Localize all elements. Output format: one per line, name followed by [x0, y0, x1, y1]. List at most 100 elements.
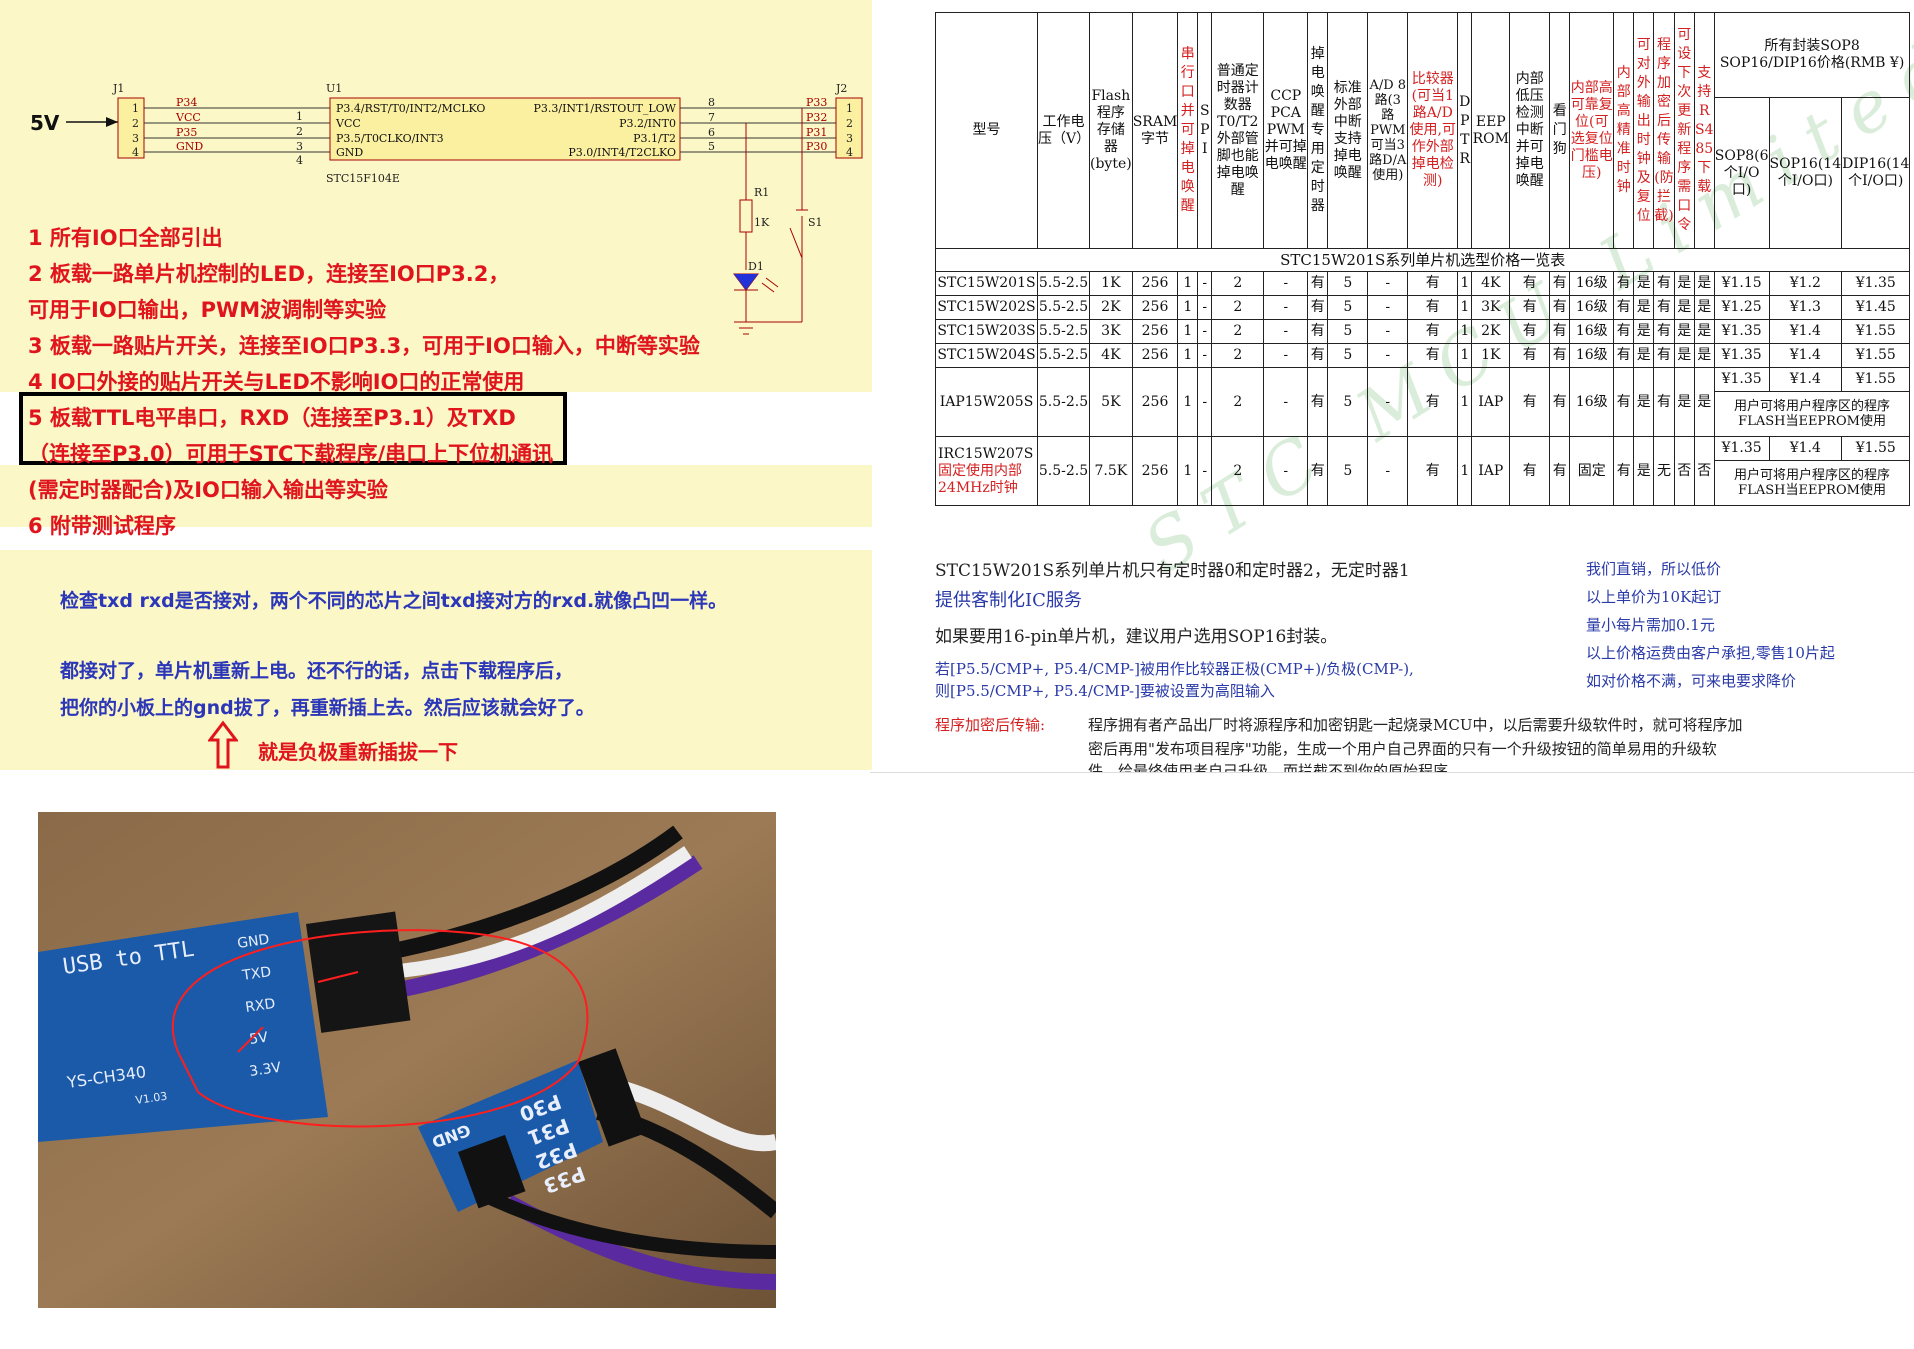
- cell-co: 是: [1633, 319, 1655, 344]
- cell-p3: ¥1.55: [1841, 436, 1911, 461]
- cell-uart: 1: [1177, 271, 1199, 296]
- cell-p3: ¥1.55: [1841, 319, 1911, 344]
- cmp-note-2: 则[P5.5/CMP+, P5.4/CMP-]要被设置为高阻输入: [935, 682, 1275, 700]
- cell-clk: 有: [1613, 343, 1635, 368]
- cell-p1: ¥1.35: [1713, 319, 1770, 344]
- cell-dptr: 1: [1457, 367, 1473, 437]
- j1-label: J1: [112, 82, 124, 95]
- r1-label: R1: [754, 186, 769, 199]
- cell-enc: 有: [1653, 295, 1675, 320]
- arrow-note: 就是负极重新插拔一下: [258, 740, 458, 764]
- th-model: 型号: [935, 12, 1038, 249]
- cell-co: 是: [1633, 343, 1655, 368]
- u1-pin-8: 8: [708, 96, 715, 109]
- feature-2: 2 板载一路单片机控制的LED，连接至IO口P3.2，: [28, 262, 510, 286]
- cell-model-note: 固定使用内部24MHz时钟: [938, 462, 1022, 496]
- cell-iap-note: 用户可将用户程序区的程序FLASH当EEPROM使用: [1713, 391, 1911, 437]
- feature-5c: (需定时器配合)及IO口输入输出等实验: [28, 478, 388, 502]
- th-wdt: 看门狗: [1549, 12, 1571, 249]
- th-reset: 内部高可靠复位(可选复位门槛电压): [1569, 12, 1615, 249]
- cell-adc: -: [1367, 271, 1409, 296]
- cell-flash: 7.5K: [1089, 436, 1133, 506]
- cell-co: 是: [1633, 271, 1655, 296]
- cell-lvd: 有: [1509, 436, 1551, 506]
- cell-enc: 有: [1653, 271, 1675, 296]
- th-clock-out: 可对外输出时钟及复位: [1633, 12, 1655, 249]
- j1-pin-2: 2: [132, 117, 139, 130]
- u1-pin-3: 3: [296, 140, 303, 153]
- cell-lvd: 有: [1509, 319, 1551, 344]
- cell-model: STC15W202S: [935, 295, 1038, 320]
- pin-label-5v: 5V: [248, 1029, 269, 1047]
- cell-v: 5.5-2.5: [1037, 367, 1090, 437]
- net-p35: P35: [176, 126, 197, 139]
- cell-uart: 1: [1177, 343, 1199, 368]
- cell-pwd: 是: [1673, 295, 1695, 320]
- feature-5: 5 板载TTL电平串口，RXD（连接至P3.1）及TXD: [28, 406, 516, 430]
- cell-co: 是: [1633, 436, 1655, 506]
- u1-func-7: P3.2/INT0: [619, 117, 676, 130]
- table-title: STC15W201S系列单片机选型价格一览表: [934, 248, 1911, 272]
- th-adc: A/D 8路(3路PWM可当3路D/A使用): [1367, 12, 1409, 249]
- cell-wdt: 有: [1549, 436, 1571, 506]
- cell-p3: ¥1.55: [1841, 343, 1911, 368]
- cell-p2: ¥1.2: [1768, 271, 1843, 296]
- th-sop16: SOP16(14个I/O口): [1768, 97, 1843, 249]
- sale-note-4: 以上价格运费由客户承担,零售10片起: [1586, 644, 1835, 662]
- cell-ext: 5: [1327, 319, 1369, 344]
- cell-tmr: 2: [1211, 343, 1265, 368]
- cell-p2: ¥1.4: [1768, 367, 1843, 392]
- th-voltage: 工作电压（V）: [1037, 12, 1090, 249]
- cell-uart: 1: [1177, 295, 1199, 320]
- cell-uart: 1: [1177, 436, 1199, 506]
- u1-pin-5: 5: [708, 140, 715, 153]
- cell-dptr: 1: [1457, 295, 1473, 320]
- cell-ccp: -: [1263, 295, 1309, 320]
- u1-func-6: P3.1/T2: [633, 132, 676, 145]
- th-update-pwd: 可设下次更新程序需口令: [1673, 12, 1695, 249]
- cell-p1: ¥1.25: [1713, 295, 1770, 320]
- feature-5b: （连接至P3.0）可用于STC下载程序/串口上下位机通讯: [28, 442, 554, 466]
- cell-adc: -: [1367, 367, 1409, 437]
- u1-func-4: GND: [336, 146, 363, 159]
- cell-tmr: 2: [1211, 319, 1265, 344]
- cell-rs: 是: [1693, 367, 1715, 437]
- th-dptr: DPTR: [1457, 12, 1473, 249]
- feature-panel-lower: [0, 465, 872, 527]
- cell-co: 是: [1633, 295, 1655, 320]
- sop16-note: 如果要用16-pin单片机，建议用户选用SOP16封装。: [935, 627, 1338, 647]
- cell-p2: ¥1.4: [1768, 319, 1843, 344]
- j2-label: J2: [835, 82, 847, 95]
- cell-ccp: -: [1263, 436, 1309, 506]
- u1-func-1: P3.4/RST/T0/INT2/MCLKO: [336, 102, 485, 115]
- cell-flash: 3K: [1089, 319, 1133, 344]
- cell-wk: 有: [1307, 295, 1329, 320]
- cell-lvd: 有: [1509, 295, 1551, 320]
- cell-model: STC15W201S: [935, 271, 1038, 296]
- cell-irc-note: 用户可将用户程序区的程序FLASH当EEPROM使用: [1713, 460, 1911, 506]
- cell-pwd: 是: [1673, 343, 1695, 368]
- th-rs485: 支持RS485下载: [1693, 12, 1715, 249]
- u1-pin-1: 1: [296, 110, 303, 123]
- encrypt-text-1: 程序拥有者产品出厂时将源程序和加密钥匙一起烧录MCU中，以后需要升级软件时，就可…: [1088, 716, 1743, 734]
- th-eeprom: EEP ROM: [1471, 12, 1511, 249]
- j2-pin-4: 4: [846, 146, 853, 159]
- note-line-3: 把你的小板上的gnd拔了，再重新插上去。然后应该就会好了。: [60, 697, 595, 719]
- th-dip16: DIP16(14个I/O口): [1841, 97, 1911, 249]
- u1-func-8: P3.3/INT1/RSTOUT_LOW: [533, 102, 676, 115]
- th-ext-int: 标准外部中断支持掉电唤醒: [1327, 12, 1369, 249]
- cell-clk: 有: [1613, 436, 1635, 506]
- net-p34: P34: [176, 96, 197, 109]
- cell-clk: 有: [1613, 271, 1635, 296]
- cell-cmp: 有: [1407, 319, 1459, 344]
- encrypt-text-3: 件，给最终使用者自己升级，而拦截不到你的原始程序: [1088, 762, 1449, 772]
- cell-v: 5.5-2.5: [1037, 271, 1090, 296]
- sale-note-3: 量小每片需加0.1元: [1586, 616, 1715, 634]
- cell-adc: -: [1367, 343, 1409, 368]
- cell-model: STC15W204S: [935, 343, 1038, 368]
- net-vcc: VCC: [175, 111, 201, 124]
- cell-v: 5.5-2.5: [1037, 436, 1090, 506]
- cell-p3: ¥1.55: [1841, 367, 1911, 392]
- cell-rs: 否: [1693, 436, 1715, 506]
